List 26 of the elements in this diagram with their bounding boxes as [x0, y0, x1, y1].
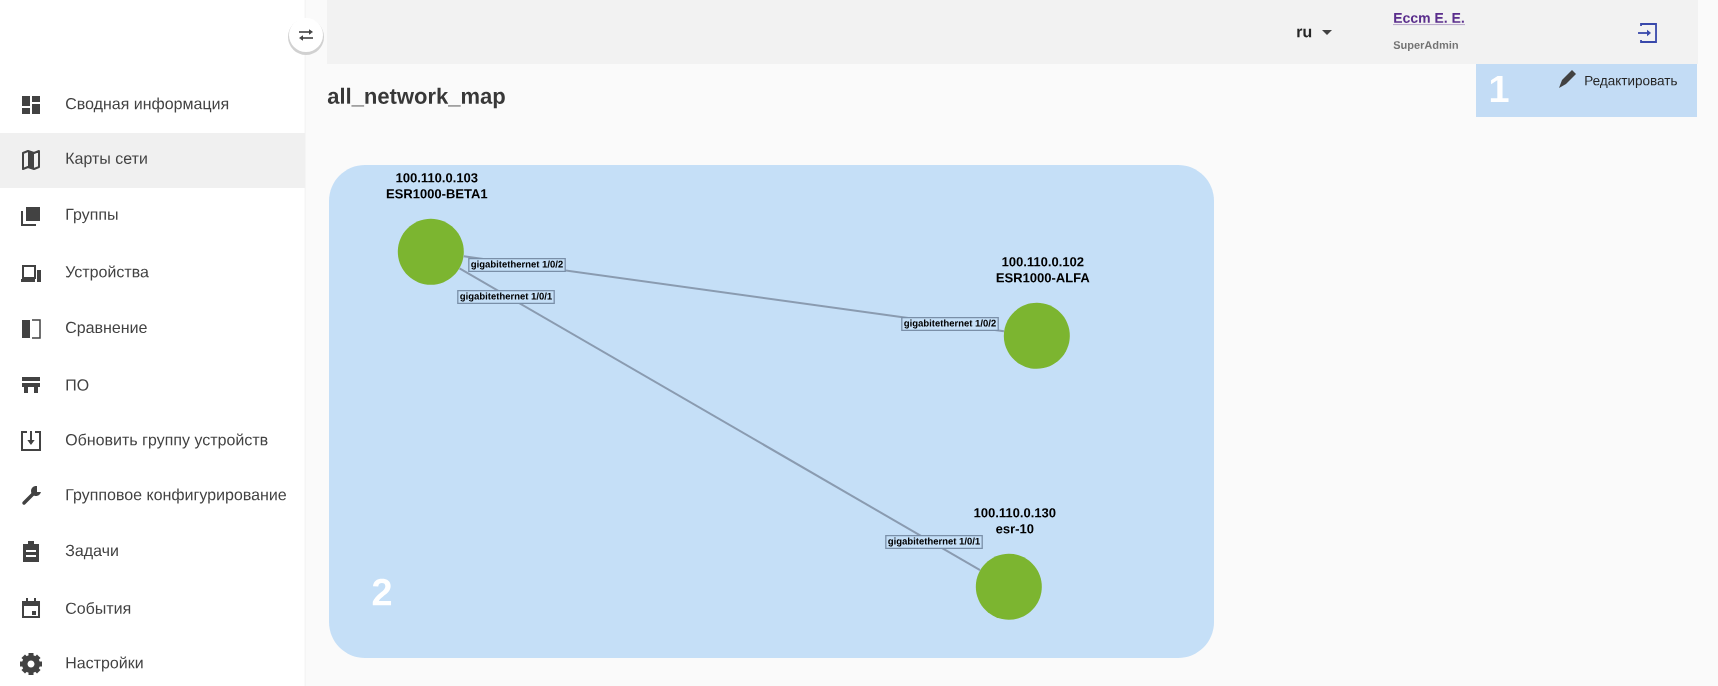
language-select: ru	[1297, 28, 1332, 38]
menu-item: Сравнение	[66, 321, 147, 337]
menu-item: Групповое конфигурирование	[66, 488, 286, 504]
page-title: all_network_map	[327, 87, 505, 109]
menu-item: Устройства	[65, 265, 149, 281]
menu-item: Группы	[66, 208, 118, 224]
menu-item: Карты сети	[66, 152, 147, 168]
menu-item: Сводная информация	[66, 97, 229, 113]
device-label: 100.110.0.102 ESR1000-ALFA	[996, 257, 1090, 283]
callout-number: 1	[1490, 75, 1509, 103]
device-label: 100.110.0.130 esr-10	[974, 508, 1056, 534]
port-label: gigabitethernet 1/0/1	[885, 534, 983, 550]
menu-item: Настройки	[66, 656, 143, 672]
map-panel	[329, 165, 1214, 658]
callout-number: 2	[372, 578, 392, 606]
device-label: 100.110.0.103 ESR1000-BETA1	[386, 173, 488, 199]
menu-item: ПО	[66, 379, 89, 391]
port-label: gigabitethernet 1/0/2	[901, 316, 999, 332]
port-label: gigabitethernet 1/0/2	[468, 257, 566, 273]
port-label: gigabitethernet 1/0/1	[457, 289, 555, 305]
user-link: Eccm E. E.	[1394, 13, 1464, 23]
user-role: SuperAdmin	[1393, 40, 1458, 52]
menu-item: События	[66, 602, 131, 614]
menu-item: Обновить группу устройств	[65, 433, 268, 449]
link-line	[458, 267, 982, 572]
menu-item: Задачи	[65, 544, 118, 560]
